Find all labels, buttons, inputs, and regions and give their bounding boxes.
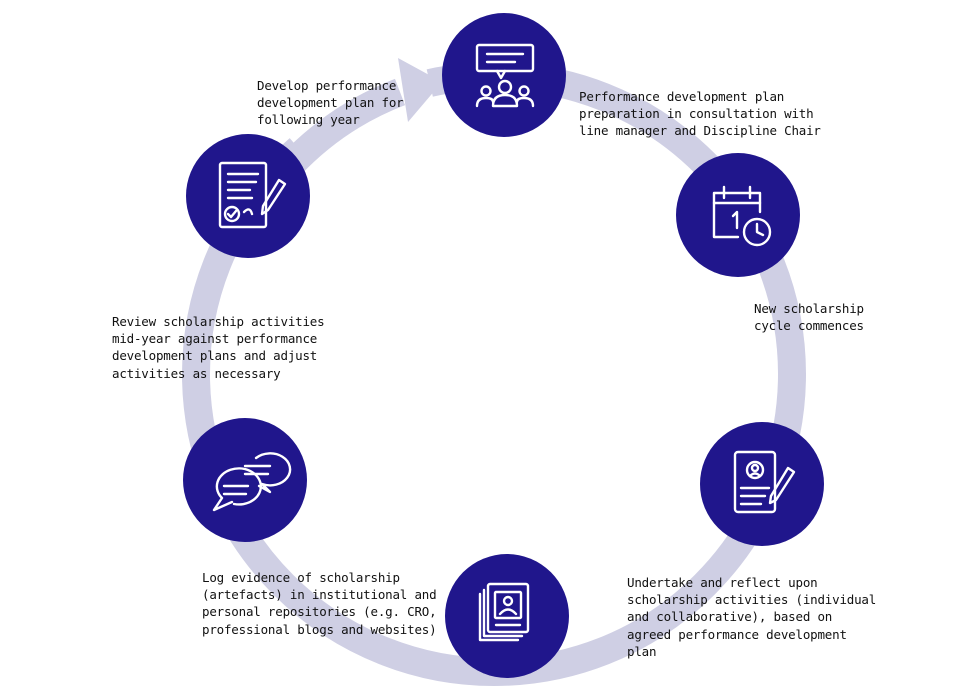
step-label-line: Review scholarship activities xyxy=(112,314,325,329)
step-label-line: mid-year against performance xyxy=(112,331,318,347)
step-label-line: Log evidence of scholarship xyxy=(202,570,400,585)
cycle-arrow-shaft xyxy=(279,78,406,176)
step-label-line: Undertake and reflect upon xyxy=(627,575,818,590)
step-label-line: Performance development plan xyxy=(579,89,785,104)
profile-document-pen-icon xyxy=(733,450,796,514)
step-label-line: following year xyxy=(257,112,360,128)
step-label-6: Develop performance development plan for… xyxy=(257,77,404,129)
step-label-2: New scholarship cycle commences xyxy=(754,300,864,334)
calendar-clock-icon xyxy=(712,185,772,247)
step-label-line: development plan for xyxy=(257,95,404,111)
step-label-1: Performance development plan preparation… xyxy=(579,88,821,140)
step-label-line: plan xyxy=(627,643,657,659)
step-label-line: professional blogs and websites) xyxy=(202,621,437,637)
presentation-meeting-icon xyxy=(475,43,535,108)
step-label-line: preparation in consultation with xyxy=(579,106,814,122)
step-node-3 xyxy=(700,422,824,546)
step-node-2 xyxy=(676,153,800,277)
step-node-1 xyxy=(442,13,566,137)
step-label-line: development plans and adjust xyxy=(112,348,318,364)
step-label-line: scholarship activities (individual xyxy=(627,592,877,608)
step-node-4 xyxy=(445,554,569,678)
step-label-line: agreed performance development xyxy=(627,626,847,642)
step-label-line: personal repositories (e.g. CRO, xyxy=(202,604,437,620)
step-label-4: Log evidence of scholarship (artefacts) … xyxy=(202,569,437,638)
chat-bubbles-icon xyxy=(212,452,292,512)
step-label-line: and collaborative), based on xyxy=(627,609,833,625)
step-node-6 xyxy=(186,134,310,258)
step-label-line: activities as necessary xyxy=(112,365,281,381)
document-stack-icon xyxy=(478,582,530,642)
step-label-5: Review scholarship activities mid-year a… xyxy=(112,313,325,382)
step-label-line: line manager and Discipline Chair xyxy=(579,123,821,139)
step-node-5 xyxy=(183,418,307,542)
cycle-arrowhead xyxy=(398,58,442,122)
step-label-line: Develop performance xyxy=(257,78,397,93)
step-label-line: cycle commences xyxy=(754,318,864,334)
step-label-3: Undertake and reflect upon scholarship a… xyxy=(627,574,876,660)
step-label-line: New scholarship xyxy=(754,301,864,316)
signed-document-icon xyxy=(218,161,287,229)
step-label-line: (artefacts) in institutional and xyxy=(202,587,437,603)
